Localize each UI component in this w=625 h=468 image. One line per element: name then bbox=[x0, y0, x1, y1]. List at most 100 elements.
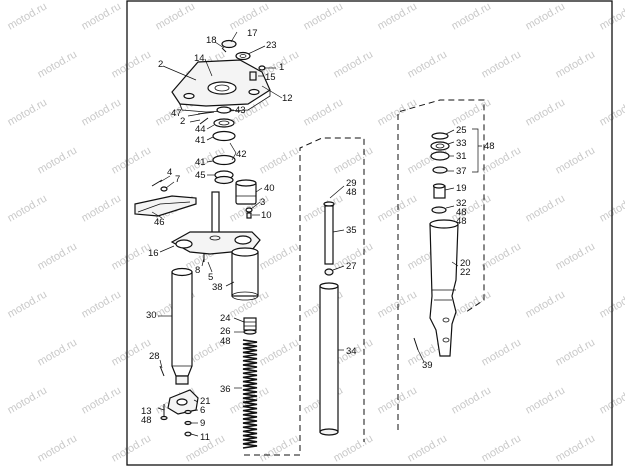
watermark-text: motod.ru bbox=[450, 384, 494, 416]
callout-3: 3 bbox=[260, 197, 265, 208]
inner-tube-34 bbox=[319, 282, 339, 436]
watermark-text: motod.ru bbox=[450, 96, 494, 128]
callout-41-a: 41 bbox=[195, 135, 206, 146]
watermark-text: motod.ru bbox=[302, 96, 346, 128]
watermark-text: motod.ru bbox=[598, 384, 625, 416]
watermark-text: motod.ru bbox=[36, 432, 80, 464]
diagram-frame bbox=[126, 0, 613, 466]
watermark-text: motod.ru bbox=[6, 96, 50, 128]
callout-labels: 1 2 2 3 4 5 6 7 8 9 10 11 12 13 14 15 16… bbox=[141, 28, 495, 443]
watermark-text: motod.ru bbox=[598, 96, 625, 128]
callout-37: 37 bbox=[456, 166, 467, 177]
callout-35: 35 bbox=[346, 225, 357, 236]
callout-19: 19 bbox=[456, 183, 467, 194]
callout-26: 26 bbox=[220, 326, 231, 337]
watermark-text: motod.ru bbox=[480, 240, 524, 272]
watermark-text: motod.ru bbox=[302, 0, 346, 32]
pin-39 bbox=[413, 337, 419, 351]
callout-11: 11 bbox=[200, 432, 210, 443]
callout-48-kit: 48 bbox=[484, 141, 495, 152]
top-small-parts bbox=[197, 39, 266, 125]
bracket-46 bbox=[134, 195, 197, 217]
callout-46: 46 bbox=[154, 217, 165, 228]
callout-29: 29 bbox=[346, 178, 357, 189]
watermark-text: motod.ru bbox=[376, 192, 420, 224]
watermark-text: motod.ru bbox=[480, 336, 524, 368]
callout-31: 31 bbox=[456, 151, 467, 162]
callout-39: 39 bbox=[422, 360, 433, 371]
watermark-text: motod.ru bbox=[554, 144, 598, 176]
watermark-text: motod.ru bbox=[554, 336, 598, 368]
watermark-text: motod.ru bbox=[110, 48, 154, 80]
watermark-text: motod.ru bbox=[376, 0, 420, 32]
callout-45: 45 bbox=[195, 170, 206, 181]
watermark-text: motod.ru bbox=[258, 240, 302, 272]
watermark-text: motod.ru bbox=[6, 288, 50, 320]
watermark-text: motod.ru bbox=[376, 288, 420, 320]
callout-7: 7 bbox=[175, 174, 180, 185]
callout-32: 32 bbox=[456, 198, 467, 209]
callout-16: 16 bbox=[148, 248, 159, 259]
callout-42: 42 bbox=[236, 149, 247, 160]
callout-21: 21 bbox=[200, 396, 211, 407]
watermark-text: motod.ru bbox=[6, 0, 50, 32]
callout-41-b: 41 bbox=[195, 157, 206, 168]
callout-43: 43 bbox=[235, 105, 246, 116]
dust-cover-40 bbox=[235, 179, 257, 205]
watermark-text: motod.ru bbox=[154, 0, 198, 32]
callout-18: 18 bbox=[206, 35, 217, 46]
callout-5: 5 bbox=[208, 272, 213, 283]
callout-10: 10 bbox=[261, 210, 272, 221]
callout-17: 17 bbox=[247, 28, 258, 39]
watermark-text: motod.ru bbox=[80, 192, 124, 224]
watermark-text: motod.ru bbox=[80, 96, 124, 128]
callout-48-bottom-left: 48 bbox=[141, 415, 152, 426]
watermark-text: motod.ru bbox=[6, 384, 50, 416]
watermark-text: motod.ru bbox=[376, 384, 420, 416]
watermark-text: motod.ru bbox=[332, 432, 376, 464]
watermark-text: motod.ru bbox=[598, 192, 625, 224]
callout-36: 36 bbox=[220, 384, 231, 395]
watermark-text: motod.ru bbox=[258, 336, 302, 368]
watermark-text: motod.ru bbox=[598, 0, 625, 32]
watermark-text: motod.ru bbox=[524, 288, 568, 320]
spring-coil bbox=[242, 339, 258, 449]
callout-4: 4 bbox=[167, 167, 172, 178]
callout-14: 14 bbox=[194, 53, 205, 64]
callout-2-top: 2 bbox=[158, 59, 163, 70]
steering-stem-hardware bbox=[212, 106, 236, 185]
callout-22: 22 bbox=[460, 267, 471, 278]
watermark-text: motod.ru bbox=[332, 48, 376, 80]
callout-12: 12 bbox=[282, 93, 293, 104]
callout-33: 33 bbox=[456, 138, 467, 149]
callout-23: 23 bbox=[266, 40, 277, 51]
watermark-text: motod.ru bbox=[524, 0, 568, 32]
callout-8: 8 bbox=[195, 265, 200, 276]
spring-cap-24 bbox=[243, 317, 257, 335]
watermark-text: motod.ru bbox=[110, 336, 154, 368]
damper-rod-35 bbox=[323, 201, 335, 276]
callout-2-mid: 2 bbox=[180, 116, 185, 127]
small-parts-3-10 bbox=[245, 207, 253, 219]
fork-outer-tube-30 bbox=[171, 267, 193, 385]
callout-13: 13 bbox=[141, 406, 152, 417]
watermark-text: motod.ru bbox=[110, 144, 154, 176]
callout-40: 40 bbox=[264, 183, 275, 194]
callout-20: 20 bbox=[460, 258, 471, 269]
fork-slider-20 bbox=[429, 219, 459, 357]
watermark-text: motod.ru bbox=[554, 240, 598, 272]
callout-25: 25 bbox=[456, 125, 467, 136]
callout-28: 28 bbox=[149, 351, 160, 362]
watermark-text: motod.ru bbox=[258, 432, 302, 464]
callout-15: 15 bbox=[265, 72, 276, 83]
callout-34: 34 bbox=[346, 346, 357, 357]
callout-47: 47 bbox=[171, 108, 182, 119]
dust-boot-38 bbox=[231, 247, 259, 301]
watermark-text: motod.ru bbox=[598, 288, 625, 320]
callout-44: 44 bbox=[195, 124, 206, 135]
watermark-text: motod.ru bbox=[36, 48, 80, 80]
watermark-text: motod.ru bbox=[36, 144, 80, 176]
watermark-text: motod.ru bbox=[524, 192, 568, 224]
